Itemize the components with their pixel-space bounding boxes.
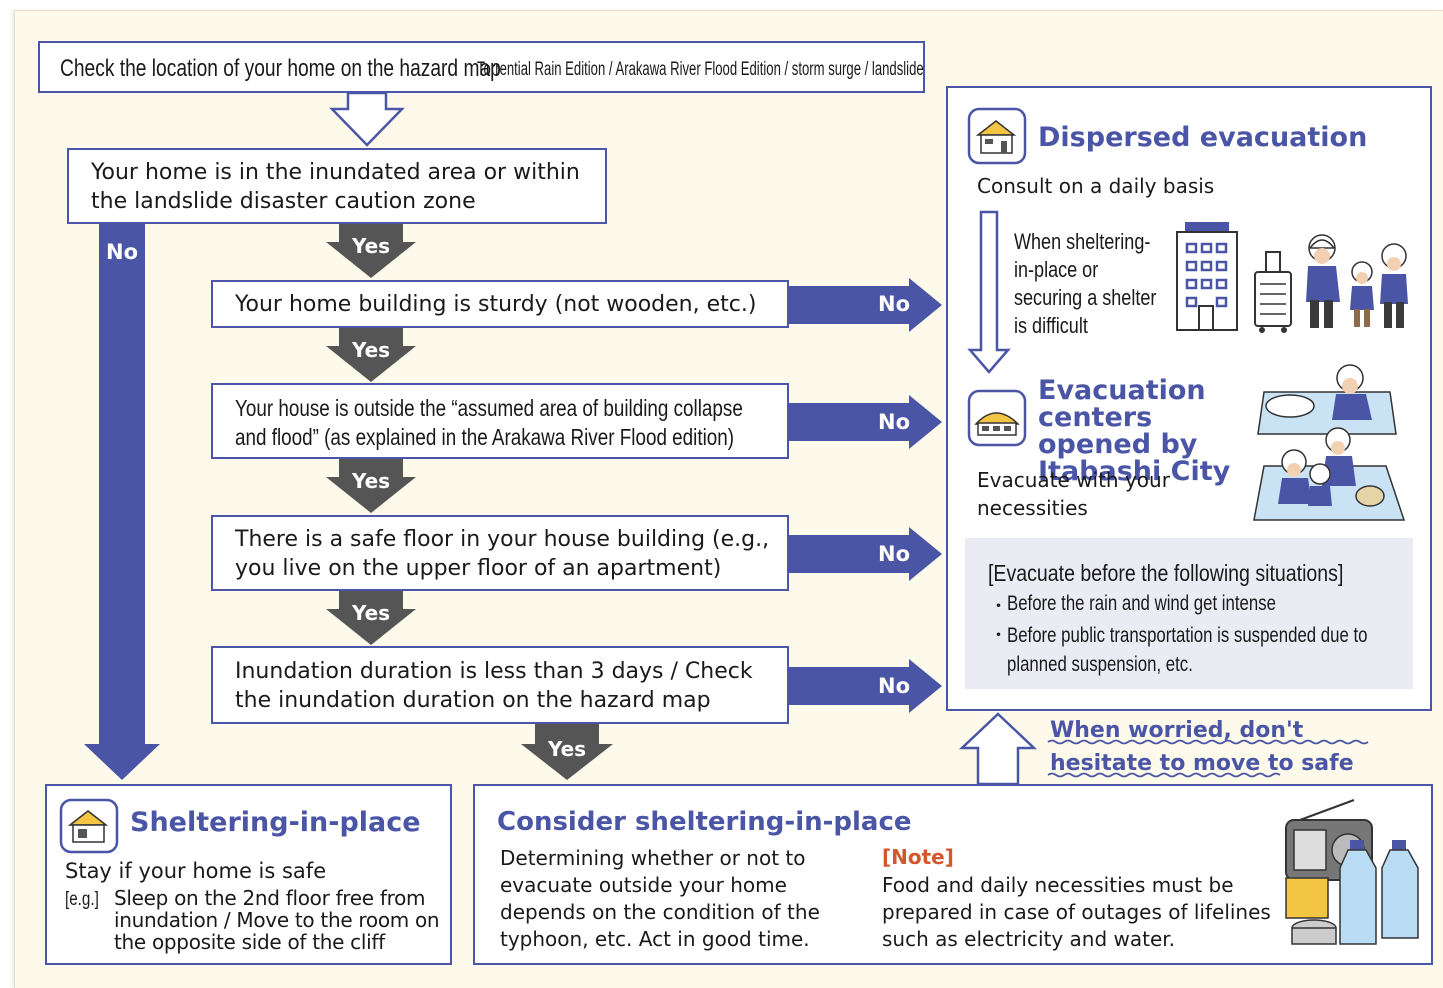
condition-box-4	[211, 515, 789, 591]
centers-note: Evacuate with your necessities	[977, 468, 1170, 520]
condition-box-1	[67, 148, 607, 224]
no-label-5: No	[878, 674, 911, 698]
before-item-1: Before the rain and wind get intense	[1007, 592, 1276, 615]
no-label-2: No	[878, 292, 911, 316]
condition-text-4: There is a safe floor in your house buil…	[235, 527, 770, 581]
house-icon	[967, 107, 1027, 165]
condition-box-3	[211, 383, 789, 459]
yes-arrow-5	[521, 724, 613, 780]
yes-label-1: Yes	[351, 234, 391, 258]
yes-label-5: Yes	[547, 737, 587, 761]
evacuation-center-icon	[967, 389, 1027, 447]
note-label: [Note]	[882, 845, 954, 869]
yes-label-3: Yes	[351, 469, 391, 493]
before-bullet-1: ・	[990, 597, 1007, 617]
condition-text-2: Your home building is sturdy (not wooden…	[235, 292, 757, 317]
evacuating-family-icon	[1306, 234, 1408, 328]
no-arrow-left	[84, 222, 160, 780]
before-item-2: Before public transportation is suspende…	[1007, 624, 1368, 676]
suitcase-icon	[1254, 251, 1292, 333]
shelter-people-icon	[1253, 364, 1406, 521]
yes-arrow-1	[326, 224, 416, 278]
building-icon	[1176, 222, 1238, 331]
no-arrow-3	[789, 395, 942, 449]
yes-label-2: Yes	[351, 338, 391, 362]
hazard-map-box	[38, 41, 925, 93]
centers-title: Evacuation centers opened by Itabashi Ci…	[1038, 375, 1231, 487]
no-label-4: No	[878, 542, 911, 566]
condition-text-5: Inundation duration is less than 3 days …	[235, 659, 753, 713]
before-box	[965, 538, 1413, 689]
yes-arrow-4	[326, 591, 416, 645]
food-can-icon	[1285, 877, 1337, 945]
up-arrow-icon	[958, 712, 1038, 786]
condition-box-5	[211, 646, 789, 724]
consider-title: Consider sheltering-in-place	[497, 807, 912, 837]
yes-arrow-2	[326, 328, 416, 382]
sheltering-title: Sheltering-in-place	[130, 807, 421, 838]
sheltering-eg: [e.g.]	[65, 889, 99, 910]
hazard-map-editions: Torrential Rain Edition / Arakawa River …	[477, 59, 924, 80]
condition-text-1: Your home is in the inundated area or wi…	[91, 160, 580, 214]
water-bottle-icon	[1339, 840, 1419, 945]
dispersed-title: Dispersed evacuation	[1038, 122, 1368, 153]
consider-box	[473, 784, 1433, 965]
condition-text-3: Your house is outside the “assumed area …	[235, 395, 743, 450]
consider-text: Determining whether or not to evacuate o…	[500, 846, 820, 951]
sheltering-eg-text: Sleep on the 2nd floor free from inundat…	[114, 886, 440, 954]
sheltering-stay: Stay if your home is safe	[65, 859, 327, 883]
no-arrow-5	[789, 659, 942, 713]
no-arrow-4	[789, 527, 942, 581]
dispersed-consult: Consult on a daily basis	[977, 174, 1215, 198]
no-label-3: No	[878, 410, 911, 434]
before-title: [Evacuate before the following situation…	[988, 560, 1344, 586]
condition-box-2	[211, 280, 789, 328]
house-icon-small	[59, 798, 119, 854]
before-bullet-2: ・	[990, 626, 1007, 646]
yes-arrow-3	[326, 459, 416, 513]
note-text: Food and daily necessities must be prepa…	[882, 873, 1271, 951]
down-arrow-thin-icon	[967, 210, 1011, 374]
wavy-underline	[1047, 739, 1369, 778]
no-label-left: No	[106, 240, 139, 264]
down-arrow-icon	[329, 91, 405, 147]
yes-label-4: Yes	[351, 601, 391, 625]
no-arrow-2	[789, 278, 942, 332]
dispersed-when: When sheltering-in-place or securing a s…	[1014, 229, 1157, 338]
worried-text: When worried, don't hesitate to move to …	[1050, 718, 1354, 809]
hazard-map-text: Check the location of your home on the h…	[60, 55, 501, 82]
